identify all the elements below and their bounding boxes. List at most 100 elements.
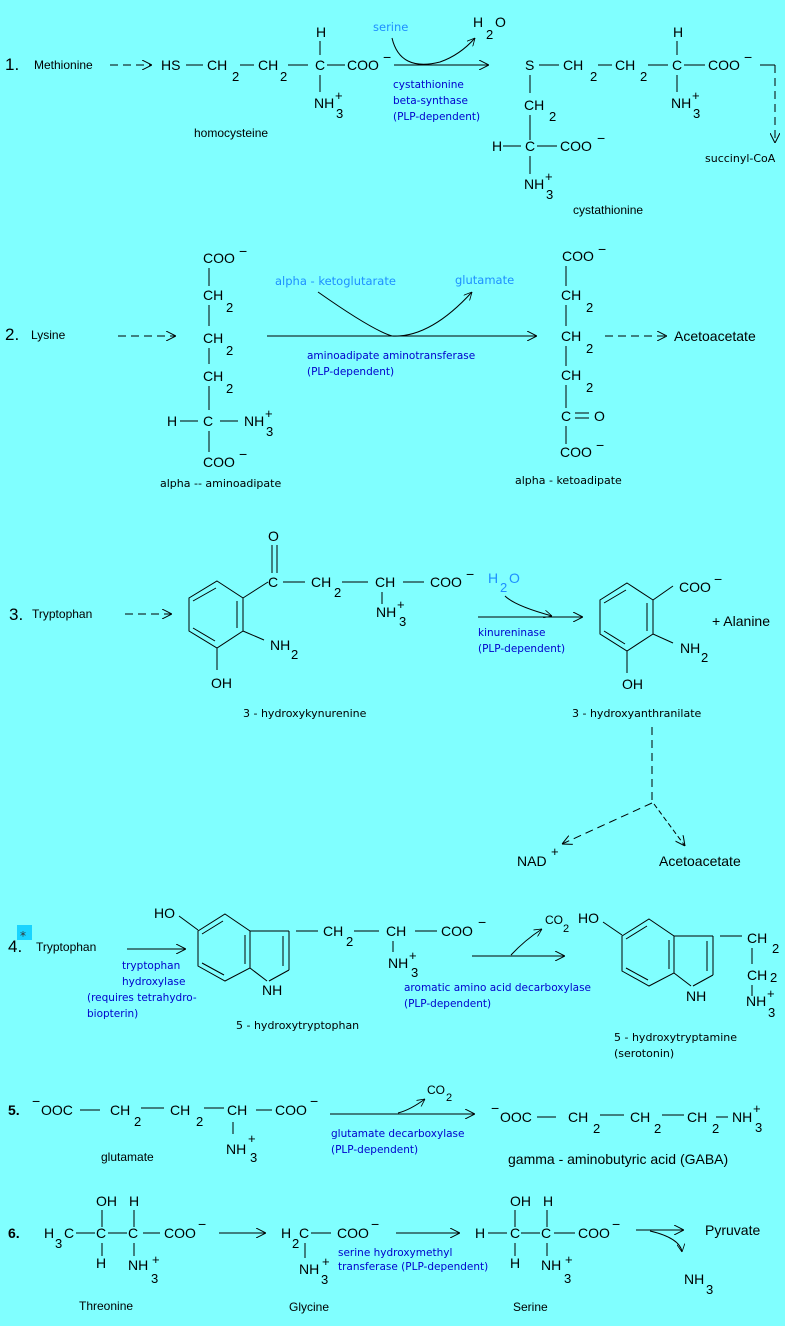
compound-name: gamma - aminobutyric acid (GABA) (508, 1151, 728, 1167)
enzyme-line: hydroxylase (122, 976, 185, 988)
ketoadipate-structure: COO − CH 2 CH 2 CH 2 C O COO − (560, 241, 606, 460)
subscript: 3 (411, 965, 418, 980)
atom-label: OH (510, 1193, 531, 1209)
atom-label: CH (561, 367, 581, 383)
atom-label: COO (679, 579, 711, 595)
subscript: 3 (693, 106, 700, 121)
atom-label: HS (161, 57, 180, 73)
charge: − (491, 1100, 499, 1116)
compound-name: glutamate (101, 1150, 154, 1164)
subscript: 3 (755, 1120, 762, 1135)
atom-label: S (525, 57, 534, 73)
atom-label: OOC (500, 1109, 532, 1125)
atom-label: NH (524, 176, 544, 192)
compound-name: cystathionine (573, 203, 643, 217)
subscript: 3 (55, 1236, 62, 1251)
atom-label: NH (671, 95, 691, 111)
subscript: 2 (586, 300, 593, 315)
subscript: 2 (134, 1114, 141, 1129)
enzyme-line: glutamate decarboxylase (331, 1128, 465, 1140)
atom-label: H (475, 1225, 485, 1241)
enzyme-line: (PLP-dependent) (331, 1144, 418, 1156)
atom-label: NH (299, 1261, 319, 1277)
reaction-3: 3. Tryptophan C O CH 2 CH NH + 3 COO − (9, 528, 770, 869)
compound-name: 3 - hydroxyanthranilate (572, 707, 702, 720)
enzyme-line: cystathionine (393, 79, 464, 91)
subscript: 3 (768, 1005, 775, 1020)
precursor-label: Tryptophan (36, 940, 96, 954)
atom-label: H (673, 24, 683, 40)
charge: + (545, 169, 553, 184)
atom-label: C (96, 1225, 106, 1241)
atom-label: CH (323, 923, 343, 939)
charge: − (198, 1216, 206, 1232)
subscript: 2 (586, 380, 593, 395)
subscript: 3 (266, 424, 273, 439)
cosubstrate-label: H (488, 570, 498, 586)
atom-label: CH (203, 368, 223, 384)
subscript: 2 (701, 650, 708, 665)
atom-label: COO (430, 574, 462, 590)
charge: − (383, 49, 391, 65)
enzyme-line: (PLP-dependent) (478, 643, 565, 655)
curved-arrow (391, 38, 475, 65)
charge: − (32, 1093, 40, 1109)
charge: + (692, 88, 700, 103)
reaction-6: 6. H 3 C OH C H H C NH + 3 COO − Threoni… (8, 1193, 760, 1314)
subscript: 2 (292, 1236, 299, 1251)
aminoadipate-structure: COO − CH 2 CH 2 CH 2 H C NH + 3 COO − (167, 243, 273, 470)
charge: − (239, 243, 247, 259)
atom-label: CH (561, 287, 581, 303)
charge: − (478, 914, 486, 930)
atom-label: CH (747, 967, 767, 983)
atom-label: NH (376, 604, 396, 620)
atom-label: OOC (41, 1102, 73, 1118)
subscript: 2 (563, 923, 569, 935)
atom-label: C (510, 1225, 520, 1241)
atom-label: C (128, 1225, 138, 1241)
atom-label: NH (262, 982, 282, 998)
atom-label: NH (746, 993, 766, 1009)
charge: − (310, 1093, 318, 1109)
compound-name: (serotonin) (614, 1047, 674, 1060)
charge: + (565, 1252, 573, 1267)
byproduct-label: CO (545, 913, 563, 927)
final-product-label: Acetoacetate (659, 853, 741, 869)
reaction-4: * 4. Tryptophan tryptophan hydroxylase (… (8, 905, 779, 1060)
atom-label: COO (203, 454, 235, 470)
dashed-arrow (562, 802, 653, 844)
subscript: 3 (399, 614, 406, 629)
subscript: 2 (770, 970, 777, 985)
atom-label: CH (311, 574, 331, 590)
atom-label: CH (227, 1102, 247, 1118)
atom-label: CH (615, 57, 635, 73)
atom-label: COO (562, 248, 594, 264)
atom-label: CH (630, 1109, 650, 1125)
enzyme-line: (PLP-dependent) (307, 366, 394, 378)
charge: − (612, 1216, 620, 1232)
compound-name: Serine (513, 1300, 548, 1314)
atom-label: COO (578, 1225, 610, 1241)
atom-label: NH (314, 95, 334, 111)
atom-label: COO (347, 57, 379, 73)
atom-label: O (594, 408, 605, 424)
enzyme-line: (PLP-dependent) (404, 998, 491, 1010)
enzyme-line: (PLP-dependent) (393, 111, 480, 123)
charge: − (596, 437, 604, 453)
atom-label: H (492, 138, 502, 154)
atom-label: NH (270, 637, 290, 653)
subscript: 3 (321, 1272, 328, 1287)
atom-label: CH (207, 57, 227, 73)
subscript: 2 (232, 69, 239, 84)
compound-name: 5 - hydroxytryptamine (614, 1031, 737, 1044)
atom-label: H (44, 1225, 54, 1241)
charge: + (322, 1254, 330, 1269)
atom-label: OH (96, 1193, 117, 1209)
gaba-structure: − OOC CH 2 CH 2 CH 2 NH + 3 (491, 1100, 762, 1136)
atom-label: CH (203, 330, 223, 346)
charge: − (371, 1216, 379, 1232)
curved-arrow (510, 929, 542, 956)
atom-label: COO (708, 57, 740, 73)
byproduct-label: O (495, 14, 506, 30)
atom-label: CH (568, 1109, 588, 1125)
